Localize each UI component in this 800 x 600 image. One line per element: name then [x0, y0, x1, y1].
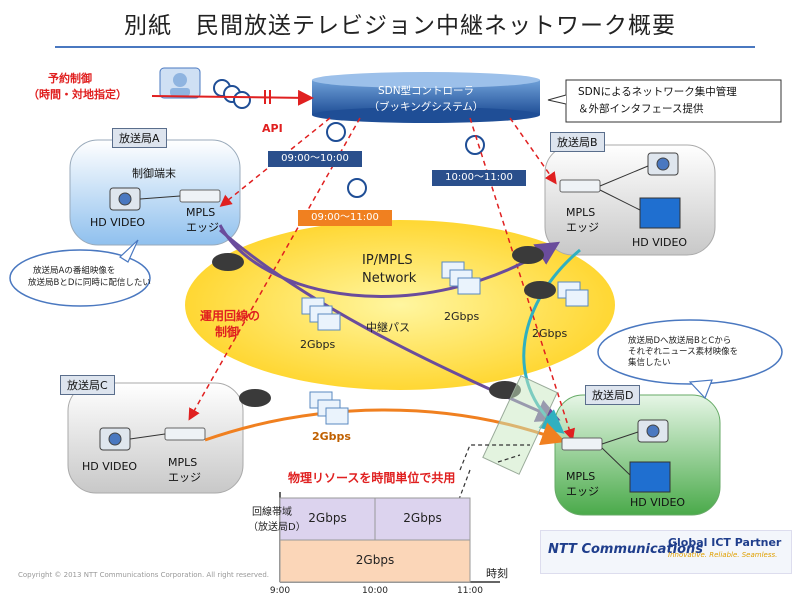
copyright-notice: Copyright © 2013 NTT Communications Corp…	[18, 571, 269, 579]
bandwidth-right: 2Gbps	[532, 327, 568, 340]
resource-chart-heading: 物理リソースを時間単位で共用	[288, 471, 456, 485]
station-a-mpls-label: MPLS	[186, 206, 216, 219]
control-terminal-label: 制御端末	[132, 167, 176, 180]
station-b-area	[544, 144, 716, 256]
controller-label-1: SDN型コントローラ	[377, 85, 475, 97]
station-a-video-label: HD VIDEO	[90, 216, 146, 229]
station-b-mpls-label: MPLS	[566, 206, 596, 219]
resource-chart-tick-label: 9:00	[269, 586, 291, 596]
resource-chart-xlabel: 時刻	[486, 567, 508, 580]
resource-block	[279, 539, 471, 583]
station-c-mpls-label: MPLS	[168, 456, 198, 469]
bandwidth-left: 2Gbps	[300, 338, 336, 351]
station-c-tag: 放送局C	[60, 375, 115, 395]
speech-bubble-a	[9, 249, 151, 307]
station-d-edge-label: エッジ	[566, 485, 599, 498]
video-stream-icon	[301, 261, 589, 425]
station-d-mpls-label: MPLS	[566, 470, 596, 483]
time-slot-c: 09:00～11:00	[298, 210, 392, 226]
station-a-tag: 放送局A	[112, 128, 167, 148]
bubble-d-line-2: それぞれニュース素材映像を	[628, 347, 739, 357]
bubble-a-line-1: 放送局Aの番組映像を	[33, 266, 116, 276]
station-c-area	[67, 382, 244, 494]
reservation-label-2: （時間・対地指定）	[28, 88, 127, 101]
time-slot-b: 10:00～11:00	[432, 170, 526, 186]
sdn-note-line-2: ＆外部インタフェース提供	[578, 103, 704, 115]
resource-chart-tick-label: 11:00	[457, 586, 483, 596]
station-c-edge-label: エッジ	[168, 471, 201, 484]
station-b-tag: 放送局B	[550, 132, 605, 152]
alarm-clock-icon	[213, 79, 485, 198]
network-label-1: IP/MPLS	[362, 253, 413, 268]
resource-block-label: 2Gbps	[355, 553, 395, 567]
resource-chart-tick-label: 10:00	[362, 586, 388, 596]
controller-label-2: （ブッキングシステム）	[368, 101, 484, 113]
bubble-d-line-3: 集信したい	[628, 358, 671, 368]
relay-path-label: 中継パス	[366, 321, 410, 334]
station-b-video-label: HD VIDEO	[632, 236, 688, 249]
api-label: API	[262, 122, 283, 135]
station-b-edge-label: エッジ	[566, 221, 599, 234]
station-d-video-label: HD VIDEO	[630, 496, 686, 509]
resource-chart	[279, 492, 500, 583]
station-c-video-label: HD VIDEO	[82, 460, 138, 473]
title-underline	[55, 46, 755, 48]
relay-tube	[482, 375, 558, 475]
reservation-label-1: 予約制御	[48, 72, 92, 85]
bandwidth-bottom: 2Gbps	[312, 430, 351, 443]
resource-chart-ylabel-1: 回線帯域	[252, 507, 292, 518]
bandwidth-center-top: 2Gbps	[444, 310, 480, 323]
monitor-icon	[629, 197, 681, 493]
network-label-2: Network	[362, 271, 417, 286]
ops-control-label-1: 運用回線の	[200, 309, 261, 323]
camera-icon	[99, 152, 679, 451]
time-slot-a: 09:00～10:00	[268, 151, 362, 167]
resource-block-label: 2Gbps	[403, 511, 442, 525]
ops-control-label-2: 制御	[215, 325, 240, 339]
ntt-logo	[540, 530, 792, 574]
ntt-logo-text: NTT Communications	[548, 542, 704, 557]
logo-tagline: Global ICT Partner	[668, 536, 782, 549]
resource-block	[374, 497, 471, 541]
page-title: 別紙 民間放送テレビジョン中継ネットワーク概要	[124, 13, 676, 39]
sdn-note-line-1: SDNによるネットワーク集中管理	[578, 86, 737, 98]
logo-slogan: Innovative. Reliable. Seamless.	[668, 551, 778, 559]
station-a-edge-label: エッジ	[186, 221, 219, 234]
speech-bubble-d	[597, 319, 783, 385]
resource-chart-ylabel-2: （放送局D）	[248, 522, 306, 533]
reservation-arrow	[151, 89, 314, 106]
bubble-a-line-2: 放送局BとDに同時に配信したい	[28, 278, 151, 288]
resource-block-label: 2Gbps	[308, 511, 347, 525]
ip-mpls-network-cloud	[185, 220, 615, 390]
relay-path-a-to-b	[218, 224, 561, 298]
station-d-tag: 放送局D	[585, 385, 641, 405]
operator-user-icon	[159, 67, 201, 99]
bubble-d-line-1: 放送局Dへ放送局BとCから	[628, 336, 732, 346]
sdn-controller-database	[312, 72, 540, 123]
